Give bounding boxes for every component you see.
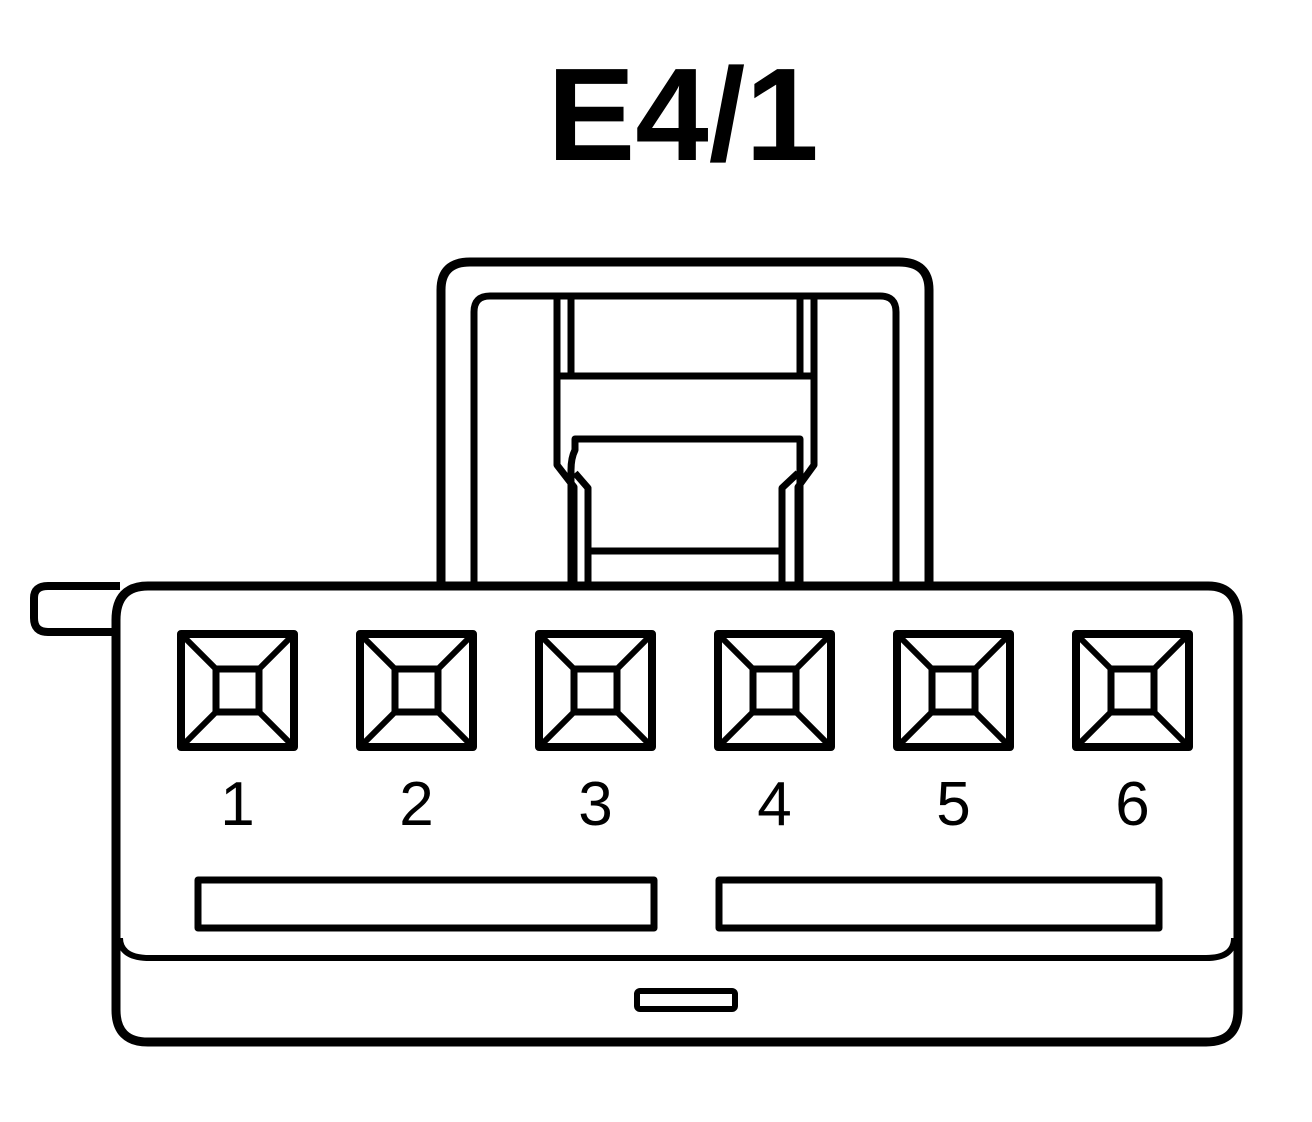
pin-terminal-bevel [614,631,655,672]
pin-terminal-outer [1072,630,1193,751]
pin-terminal-bevel [435,709,476,750]
pin-terminal-bevel [894,631,935,672]
pin-1: 1 [177,630,298,839]
pin-2: 2 [356,630,477,839]
pin-terminal-bevel [357,709,398,750]
pin-row: 1 2 3 4 5 6 [177,630,1193,839]
pin-terminal-inner [749,665,800,716]
locking-tab [436,257,934,583]
pin-terminal-bevel [894,709,935,750]
pin-terminal-bevel [536,631,577,672]
pin-terminal-inner [212,665,263,716]
pin-terminal-bevel [178,709,219,750]
pin-terminal-outer [356,630,477,751]
pin-terminal-bevel [256,709,297,750]
pin-terminal-bevel [256,631,297,672]
bottom-slot [634,988,738,1012]
pin-terminal-outer [714,630,835,751]
pin-terminal-inner [570,665,621,716]
pin-label: 5 [936,770,970,839]
pin-terminal-bevel [793,709,834,750]
pin-terminal-bevel [1151,631,1192,672]
pin-terminal-outer [177,630,298,751]
side-key [30,582,120,636]
pin-terminal-bevel [536,709,577,750]
pin-terminal-inner [1107,665,1158,716]
lower-slot-left [194,876,658,932]
pin-3: 3 [535,630,656,839]
pin-terminal-bevel [178,631,219,672]
pin-4: 4 [714,630,835,839]
pin-terminal-bevel [793,631,834,672]
connector-body [111,581,1243,1047]
pin-label: 4 [757,770,791,839]
pin-terminal-inner [928,665,979,716]
pin-terminal-outer [893,630,1014,751]
pin-terminal-bevel [715,631,756,672]
pin-5: 5 [893,630,1014,839]
pin-label: 6 [1115,770,1149,839]
pin-label: 1 [220,770,254,839]
pin-label: 2 [399,770,433,839]
pin-label: 3 [578,770,612,839]
pin-terminal-bevel [435,631,476,672]
lower-slot-right [715,876,1163,932]
pin-terminal-bevel [972,631,1013,672]
pin-terminal-bevel [1073,631,1114,672]
pin-terminal-bevel [715,709,756,750]
pin-terminal-outer [535,630,656,751]
pin-terminal-inner [391,665,442,716]
pin-terminal-bevel [1073,709,1114,750]
pin-terminal-bevel [357,631,398,672]
pin-terminal-bevel [614,709,655,750]
connector-title: E4/1 [547,41,819,188]
pin-terminal-bevel [972,709,1013,750]
pin-terminal-bevel [1151,709,1192,750]
pin-6: 6 [1072,630,1193,839]
